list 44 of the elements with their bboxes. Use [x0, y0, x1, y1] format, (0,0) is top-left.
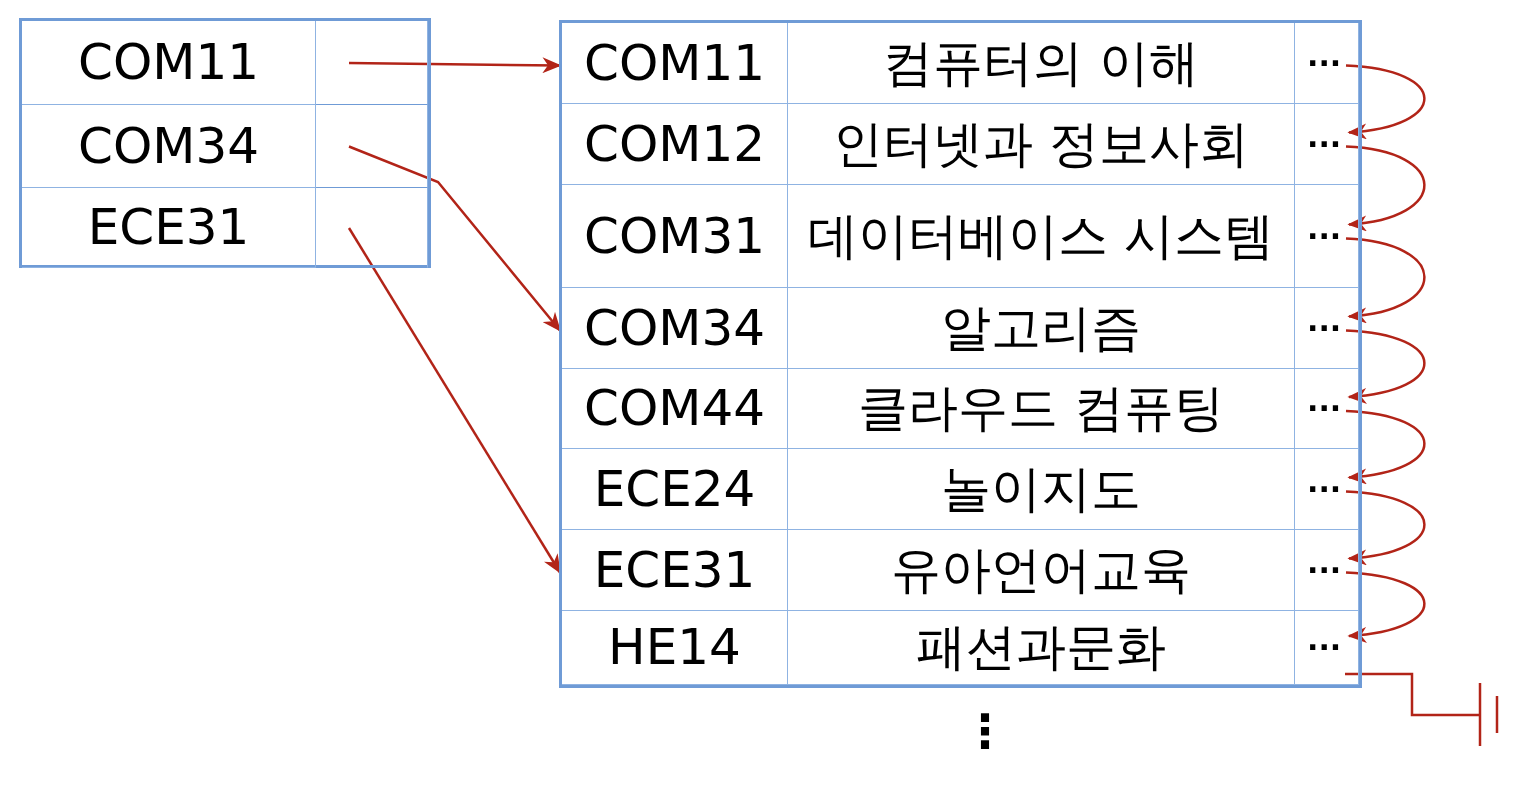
curved-arrow [1345, 409, 1426, 484]
table-cell: ECE24 [562, 449, 788, 530]
curved-arrow [1345, 490, 1426, 565]
curved-arrow [1345, 571, 1426, 643]
table-cell: ECE31 [562, 530, 788, 611]
table-cell: ··· [1295, 288, 1359, 369]
curved-arrow [1345, 329, 1426, 404]
table-cell: ··· [1295, 185, 1359, 288]
table-frame [559, 20, 1362, 688]
table-frame [19, 18, 431, 268]
table-cell: 유아언어교육 [788, 530, 1295, 611]
table-cell: COM12 [562, 104, 788, 185]
table-cell: ··· [1295, 104, 1359, 185]
table-cell: 알고리즘 [788, 288, 1295, 369]
table-cell: 클라우드 컴퓨팅 [788, 369, 1295, 449]
table-cell: COM44 [562, 369, 788, 449]
curved-arrow [1345, 64, 1426, 139]
table-cell: 컴퓨터의 이해 [788, 23, 1295, 104]
table-cell: ··· [1295, 611, 1359, 685]
table-cell: COM34 [22, 105, 316, 188]
table-cell: COM11 [22, 21, 316, 105]
table-cell: ··· [1295, 369, 1359, 449]
table-cell: COM11 [562, 23, 788, 104]
connector-line [1345, 672, 1479, 717]
table-cell: COM31 [562, 185, 788, 288]
ground-symbol [1477, 683, 1501, 747]
pointer-cell [316, 21, 428, 105]
table-cell: 인터넷과 정보사회 [788, 104, 1295, 185]
arrow [348, 145, 561, 332]
vertical-ellipsis: ⋮ [962, 708, 1008, 754]
table-cell: 데이터베이스 시스템 [788, 185, 1295, 288]
table-cell: ··· [1295, 449, 1359, 530]
table-cell: HE14 [562, 611, 788, 685]
table-cell: ··· [1295, 23, 1359, 104]
table-cell: ··· [1295, 530, 1359, 611]
table-cell: COM34 [562, 288, 788, 369]
table-cell: 패션과문화 [788, 611, 1295, 685]
table-cell: ECE31 [22, 188, 316, 268]
table-cell: 놀이지도 [788, 449, 1295, 530]
curved-arrow [1345, 237, 1426, 323]
arrow [347, 227, 562, 574]
arrow [349, 57, 562, 74]
curved-arrow [1345, 145, 1426, 231]
pointer-cell [316, 105, 428, 188]
